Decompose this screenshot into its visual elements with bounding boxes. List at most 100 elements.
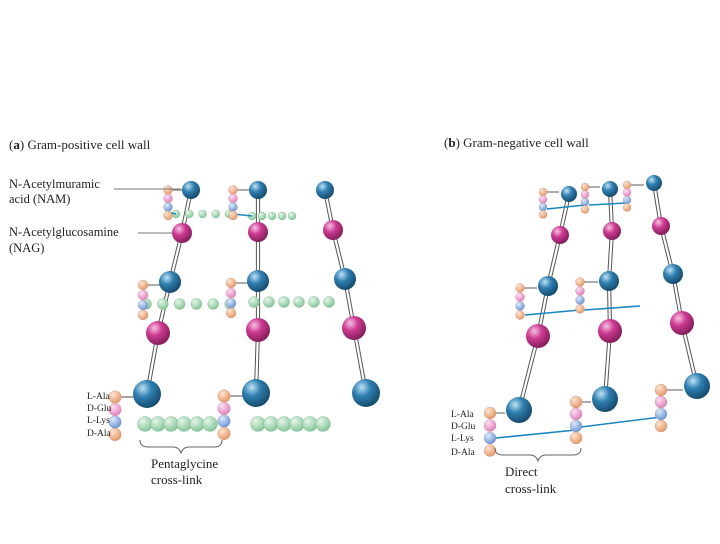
nam-label-line2: acid (NAM)	[9, 192, 70, 206]
direct-crosslink-line	[546, 204, 586, 210]
pentaglycine-bead	[137, 416, 153, 432]
gram-negative-d-glu-bead	[515, 292, 525, 302]
gram-positive-d-ala-bead	[137, 309, 149, 321]
nag-sugar	[526, 324, 550, 348]
pentaglycine-bead	[176, 416, 192, 432]
pentaglycine-bead	[263, 416, 279, 432]
gram-positive-l-ala-bead	[225, 277, 237, 289]
nam-sugar	[242, 379, 270, 407]
pentaglycine-bead	[257, 211, 267, 221]
gram-negative-l-ala-bead	[483, 406, 497, 420]
gram-positive-d-ala-bead	[108, 428, 122, 441]
gram-negative-l-ala-bead	[538, 187, 548, 197]
gram-negative-d-ala-bead	[622, 203, 632, 212]
nam-sugar	[599, 271, 619, 291]
gram-positive-d-ala-bead	[225, 307, 237, 319]
gram-negative-d-ala-bead	[580, 205, 590, 214]
direct-crosslink-line	[495, 429, 577, 439]
gram-positive-d-glu-bead	[137, 289, 149, 301]
gram-negative-d-ala-bead	[515, 310, 525, 320]
pentaglycine-bracket	[139, 439, 223, 455]
crosslink-layer	[137, 202, 662, 439]
gram-negative-l-lys-bead	[483, 431, 497, 445]
pentaglycine-bead	[293, 296, 305, 308]
gram-negative-l-lys-bead	[538, 202, 548, 212]
pentaglycine-bead	[163, 416, 179, 432]
direct-crosslink-line	[524, 309, 581, 316]
pentaglycine-bead	[189, 416, 205, 432]
gram-positive-l-lys-bead	[137, 299, 149, 311]
pentaglycine-bead	[277, 211, 287, 221]
nag-label-line1: N-Acetylglucosamine	[9, 225, 119, 239]
gram-negative-l-ala-bead	[515, 283, 525, 293]
nag-sugar	[342, 316, 366, 340]
direct-crosslink-line	[580, 416, 662, 428]
direct-crosslink-bracket	[494, 447, 582, 463]
gram-negative-d-glu-bead	[654, 395, 668, 409]
panel-b-residue-d-ala: D-Ala	[451, 448, 476, 458]
gram-negative-l-ala-bead	[569, 395, 583, 409]
pentaglycine-bead	[250, 416, 266, 432]
nam-sugar	[538, 276, 558, 296]
nam-sugar	[133, 380, 161, 408]
sugar-layer	[133, 175, 710, 423]
nam-sugar	[249, 181, 267, 199]
gram-negative-l-lys-bead	[569, 419, 583, 433]
gram-negative-d-glu-bead	[575, 286, 585, 296]
nam-sugar	[334, 268, 356, 290]
nam-sugar	[684, 373, 710, 399]
gram-negative-d-ala-bead	[538, 210, 548, 219]
nag-sugar	[323, 220, 343, 240]
gram-positive-l-lys-bead	[225, 297, 237, 309]
gram-negative-l-lys-bead	[622, 195, 632, 205]
pentaglycine-label-line2: cross-link	[151, 472, 203, 487]
nam-sugar	[663, 264, 683, 284]
gram-positive-d-glu-bead	[163, 193, 173, 204]
nag-sugar	[551, 226, 569, 244]
gram-negative-d-ala-bead	[654, 419, 668, 433]
gram-negative-d-ala-bead	[483, 444, 497, 457]
gram-negative-l-ala-bead	[654, 383, 668, 397]
panel-a-residue-d-ala: D-Ala	[87, 429, 112, 439]
direct-crosslink-label-line2: cross-link	[505, 481, 557, 496]
pentaglycine-bead	[302, 416, 318, 432]
panel-b-residue-l-ala: L-Ala	[451, 410, 474, 420]
gram-positive-d-ala-bead	[228, 210, 238, 221]
nag-label-line2: (NAG)	[9, 241, 44, 255]
gram-negative-l-lys-bead	[515, 301, 525, 311]
panel-b-residue-d-glu: D-Glu	[451, 422, 476, 432]
gram-negative-d-glu-bead	[538, 195, 548, 204]
gram-negative-d-ala-bead	[569, 431, 583, 445]
pentaglycine-bead	[278, 296, 290, 308]
gram-positive-d-glu-bead	[228, 193, 238, 204]
nag-sugar	[670, 311, 694, 335]
gram-negative-d-glu-bead	[622, 188, 632, 197]
gram-positive-l-ala-bead	[137, 279, 149, 291]
direct-crosslink-line	[588, 202, 628, 206]
panel-b-title: (b) Gram-negative cell wall	[444, 135, 589, 150]
pentaglycine-bead	[207, 298, 219, 310]
pentaglycine-bead	[173, 298, 186, 310]
pentaglycine-bead	[198, 209, 207, 219]
pentaglycine-bead	[276, 416, 292, 432]
pentaglycine-label-line1: Pentaglycine	[151, 456, 218, 471]
nag-sugar	[248, 222, 268, 242]
pentaglycine-bead	[211, 209, 220, 219]
panel-a-title-text: Gram-positive cell wall	[27, 137, 150, 152]
gram-negative-l-lys-bead	[580, 197, 590, 207]
direct-crosslink-line	[583, 305, 641, 311]
pentaglycine-bead	[263, 296, 275, 308]
gram-negative-d-glu-bead	[483, 419, 497, 432]
pentaglycine-bead	[267, 211, 277, 221]
gram-negative-d-ala-bead	[575, 304, 585, 314]
glycan-backbone-bonds	[121, 182, 700, 414]
pentaglycine-bead	[289, 416, 305, 432]
gram-positive-d-ala-bead	[163, 210, 173, 221]
gram-positive-l-ala-bead	[108, 390, 122, 404]
nam-sugar	[159, 271, 181, 293]
nam-sugar	[352, 379, 380, 407]
pentaglycine-bead	[315, 416, 331, 432]
panel-b-residue-l-lys: L-Lys	[451, 434, 474, 444]
